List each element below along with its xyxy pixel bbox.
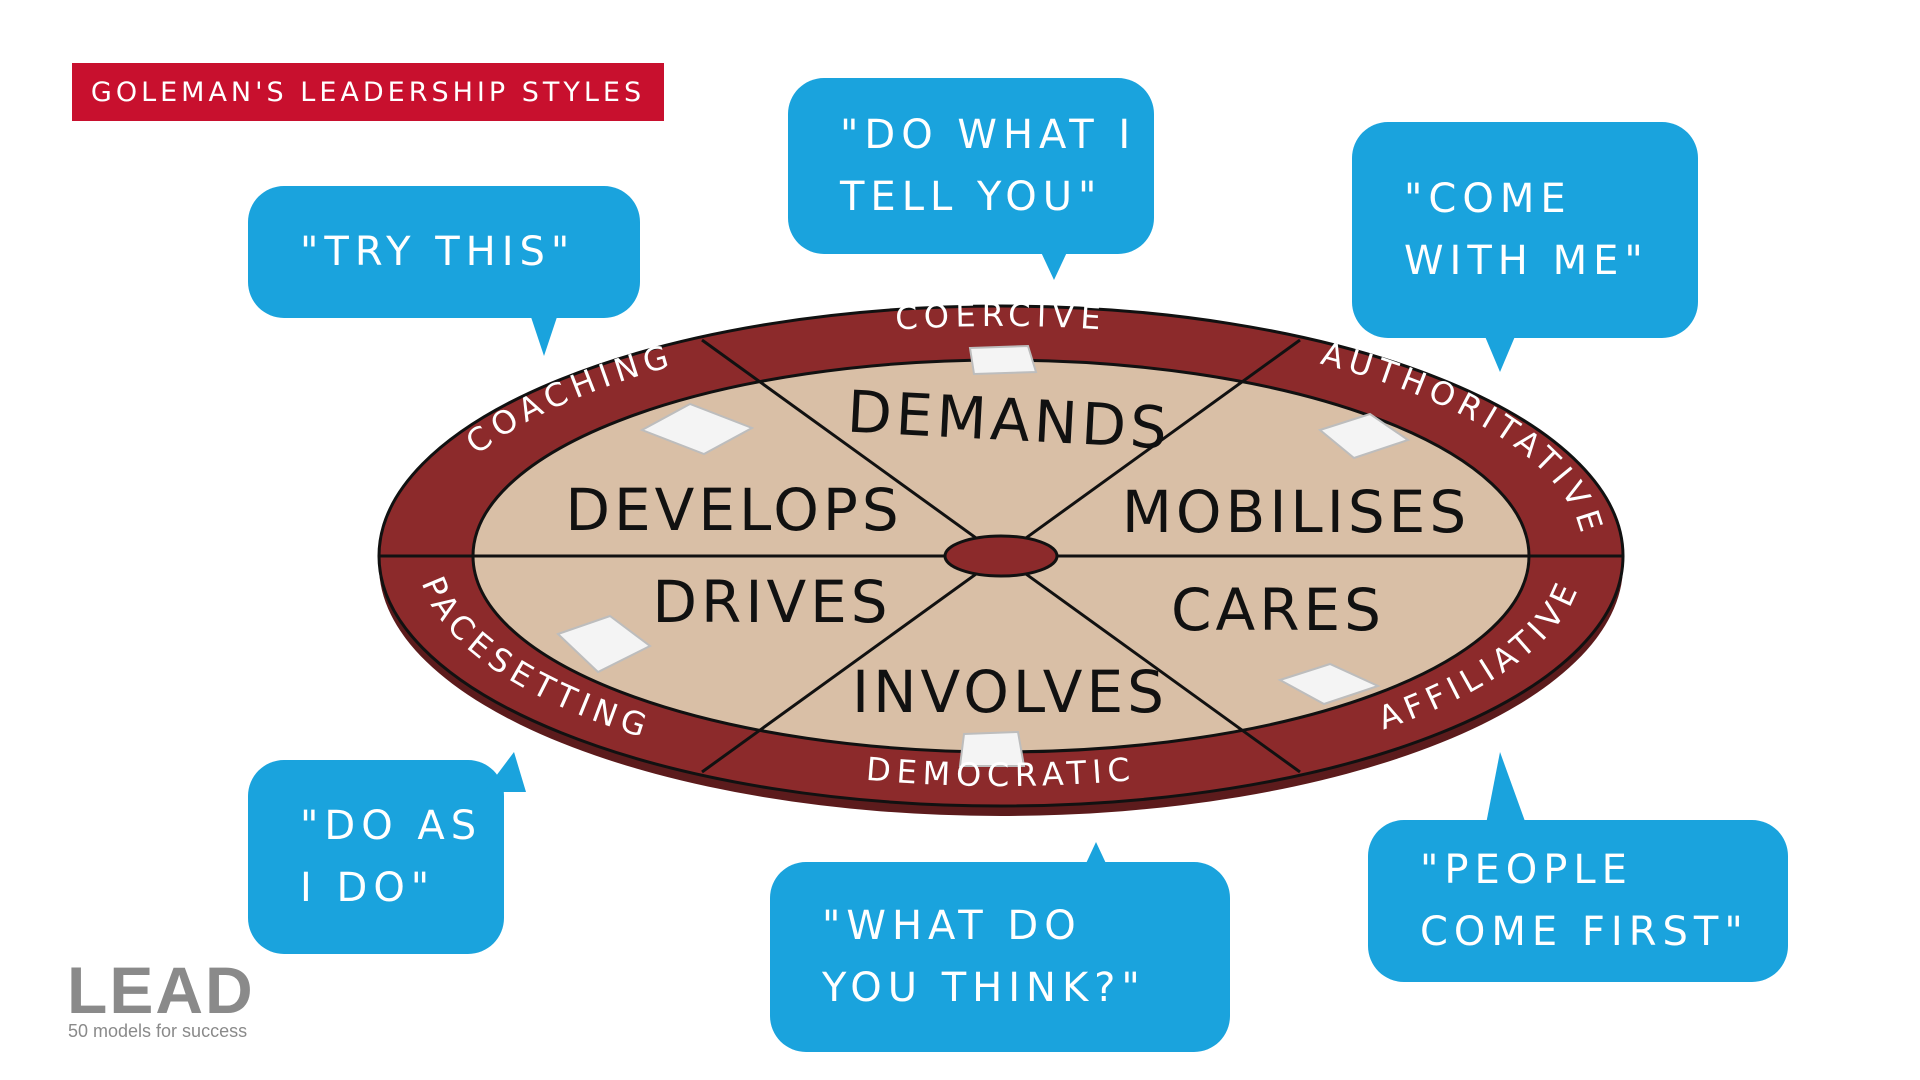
card-affiliative xyxy=(1277,662,1381,706)
verb-demands: DEMANDS xyxy=(846,378,1173,463)
quote-bubble-coercive: "DO WHAT I TELL YOU" xyxy=(788,78,1154,254)
verb-involves: INVOLVES xyxy=(852,658,1168,726)
quote-pacesetting-line-2: I DO" xyxy=(300,865,436,911)
quote-democratic-line-2: YOU THINK?" xyxy=(822,965,1146,1011)
quote-tail-authoritative xyxy=(1484,334,1516,372)
quote-authoritative-line-1: "COME xyxy=(1404,176,1572,222)
quote-pacesetting-line-1: "DO AS xyxy=(300,803,483,849)
quote-democratic-line-1: "WHAT DO xyxy=(822,903,1082,949)
quote-bubble-coaching: "TRY THIS" xyxy=(248,186,640,318)
quote-bubble-democratic: "WHAT DO YOU THINK?" xyxy=(770,862,1230,1052)
quote-coercive-line-2: TELL YOU" xyxy=(840,174,1103,220)
card-democratic xyxy=(958,730,1026,767)
verb-develops: DEVELOPS xyxy=(565,476,902,544)
card-pacesetting xyxy=(556,614,652,674)
quote-bubble-pacesetting: "DO AS I DO" xyxy=(248,760,504,954)
style-name-democratic: DEMOCRATIC xyxy=(865,750,1138,794)
quote-affiliative-line-1: "PEOPLE xyxy=(1420,847,1633,893)
style-name-coercive: COERCIVE xyxy=(894,296,1108,338)
card-authoritative xyxy=(1317,412,1411,460)
quote-tail-pacesetting xyxy=(484,752,526,792)
quote-coercive-line-1: "DO WHAT I xyxy=(840,112,1137,158)
quote-tail-coercive xyxy=(1040,250,1068,280)
quote-bubble-affiliative: "PEOPLE COME FIRST" xyxy=(1368,820,1788,982)
quote-coaching-line-1: "TRY THIS" xyxy=(300,229,576,275)
quote-affiliative-line-2: COME FIRST" xyxy=(1420,909,1749,955)
verb-drives: DRIVES xyxy=(652,568,891,636)
card-coaching xyxy=(639,402,755,456)
quote-tail-coaching xyxy=(530,314,558,356)
verb-mobilises: MOBILISES xyxy=(1122,478,1470,546)
wheel-hub xyxy=(943,534,1059,578)
lead-tagline: 50 models for success xyxy=(68,1021,248,1041)
verb-cares: CARES xyxy=(1171,576,1385,644)
quote-tail-affiliative xyxy=(1486,752,1526,824)
diagram-title: GOLEMAN'S LEADERSHIP STYLES xyxy=(72,63,664,121)
card-coercive xyxy=(968,344,1038,376)
lead-logo: LEAD xyxy=(67,953,255,1027)
quote-tail-democratic xyxy=(1082,842,1110,872)
quote-bubble-authoritative: "COME WITH ME" xyxy=(1352,122,1698,338)
quote-authoritative-line-2: WITH ME" xyxy=(1404,238,1649,284)
